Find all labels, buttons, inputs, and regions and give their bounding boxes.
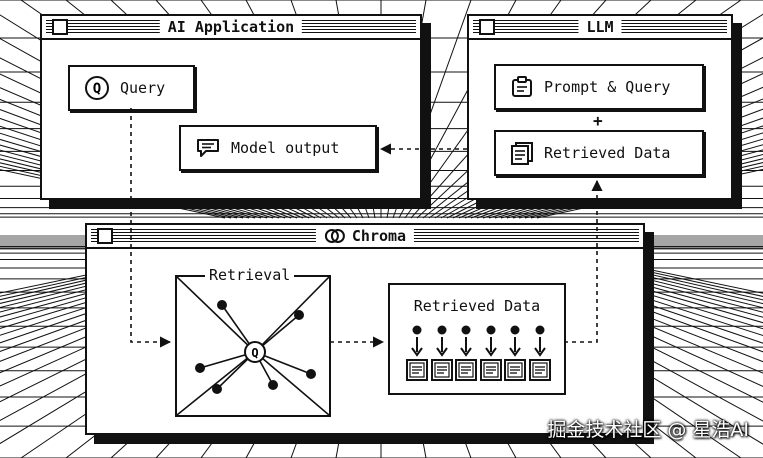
retrieved-items	[406, 325, 551, 385]
retrieved-item	[406, 325, 428, 385]
documents-icon	[510, 141, 534, 165]
window-title: LLM	[578, 17, 622, 37]
llm-titlebar[interactable]: LLM	[469, 16, 731, 40]
retrieval-label: Retrieval	[205, 267, 295, 283]
retrieval-center-glyph: Q	[251, 346, 258, 360]
retrieved-item	[455, 325, 477, 385]
ai-application-window: AI Application Q Query Model output	[40, 14, 422, 200]
close-box-icon[interactable]	[97, 228, 113, 244]
query-icon: Q	[84, 75, 110, 101]
chroma-logo-icon	[324, 228, 346, 244]
prompt-query-label: Prompt & Query	[544, 78, 671, 96]
query-box: Q Query	[68, 65, 195, 111]
llm-retrieved-data-box: Retrieved Data	[494, 130, 704, 176]
model-output-label: Model output	[231, 139, 340, 157]
chat-bubble-icon	[195, 137, 221, 159]
query-label: Query	[120, 79, 166, 97]
chroma-window: Chroma	[85, 223, 645, 435]
prompt-query-box: Prompt & Query	[494, 64, 704, 110]
retrieved-item	[504, 325, 526, 385]
chroma-retrieved-data-label: Retrieved Data	[413, 297, 541, 315]
llm-retrieved-data-label: Retrieved Data	[544, 144, 671, 162]
retrieved-item	[430, 325, 453, 385]
plus-sign: +	[593, 111, 603, 130]
model-output-box: Model output	[179, 125, 377, 171]
retrieved-item	[528, 325, 551, 385]
close-box-icon[interactable]	[479, 19, 495, 35]
watermark: 掘金技术社区 @ 星浩AI	[547, 419, 749, 441]
clipboard-icon	[510, 75, 534, 99]
chroma-titlebar[interactable]: Chroma	[87, 225, 643, 249]
retrieval-graph: Q	[177, 277, 329, 415]
svg-text:Q: Q	[93, 81, 101, 97]
llm-window: LLM Prompt & Query + Retrieved Data	[467, 14, 733, 200]
retrieval-panel: Q Retrieval	[175, 267, 331, 417]
window-title: AI Application	[159, 17, 303, 37]
chroma-retrieved-data-panel: Retrieved Data	[388, 283, 566, 395]
close-box-icon[interactable]	[52, 19, 68, 35]
ai-application-titlebar[interactable]: AI Application	[42, 16, 420, 40]
window-title: Chroma	[315, 226, 415, 246]
retrieved-item	[479, 325, 502, 385]
